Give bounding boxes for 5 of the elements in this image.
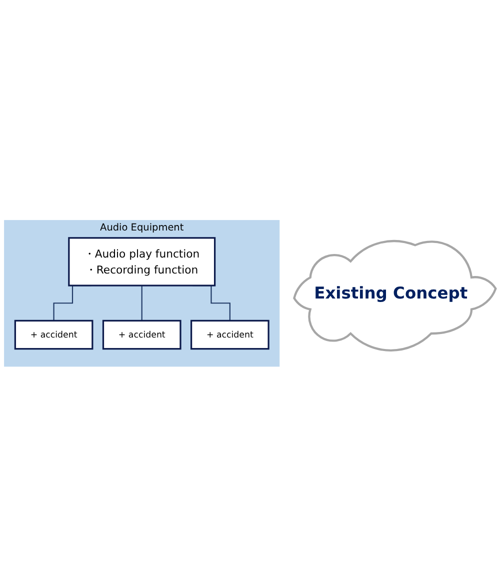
node-box: ・Audio play function ・Recording function <box>68 237 216 286</box>
node-box: + accident <box>190 320 270 350</box>
node-box: + accident <box>14 320 94 350</box>
node-box: + accident <box>102 320 182 350</box>
connector <box>141 285 142 322</box>
